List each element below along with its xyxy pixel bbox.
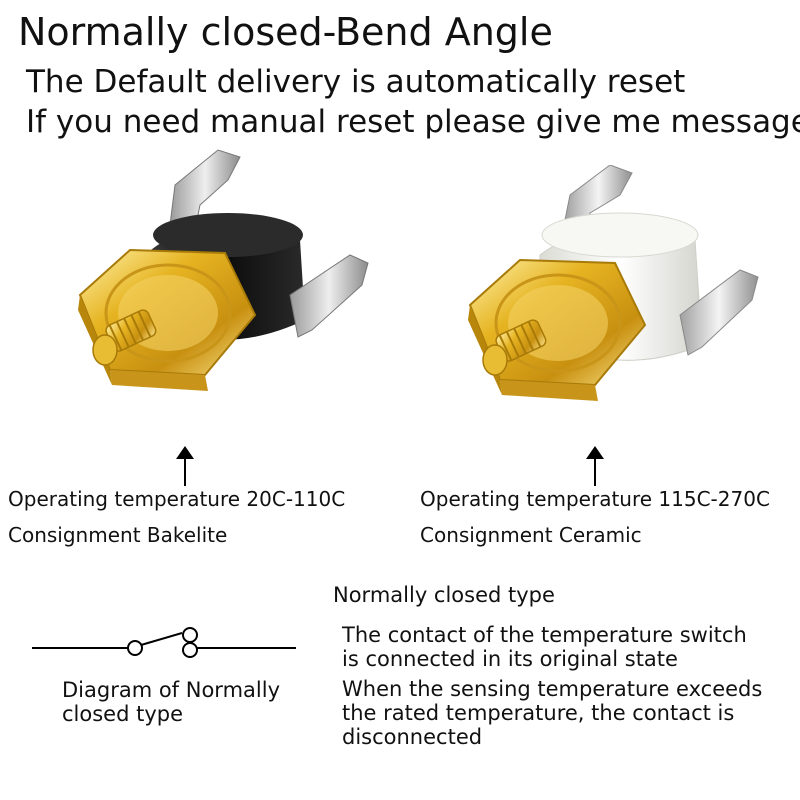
delivery-note: The Default delivery is automatically re… — [26, 64, 686, 100]
arrow-up-icon — [176, 446, 194, 486]
description-line: is connected in its original state — [342, 647, 678, 671]
description-line: When the sensing temperature exceeds — [342, 677, 763, 701]
description-line: The contact of the temperature switch — [342, 623, 747, 647]
page-title: Normally closed-Bend Angle — [18, 10, 553, 54]
description-line: disconnected — [342, 725, 483, 749]
product-2-temperature: Operating temperature 115C-270C — [420, 487, 770, 511]
diagram-label-line1: Diagram of Normally — [62, 678, 280, 702]
description-line: the rated temperature, the contact is — [342, 701, 735, 725]
ceramic-thermostat-icon — [468, 165, 759, 401]
product-2-material: Consignment Ceramic — [420, 523, 642, 547]
description-heading: Normally closed type — [333, 583, 555, 607]
normally-closed-switch-icon — [32, 627, 296, 658]
diagram-label-line2: closed type — [62, 702, 184, 726]
arrow-up-icon — [586, 446, 604, 486]
bakelite-thermostat-icon — [78, 149, 369, 391]
product-1-temperature: Operating temperature 20C-110C — [8, 487, 346, 511]
product-1-material: Consignment Bakelite — [8, 523, 228, 547]
manual-reset-note: If you need manual reset please give me … — [26, 104, 800, 140]
